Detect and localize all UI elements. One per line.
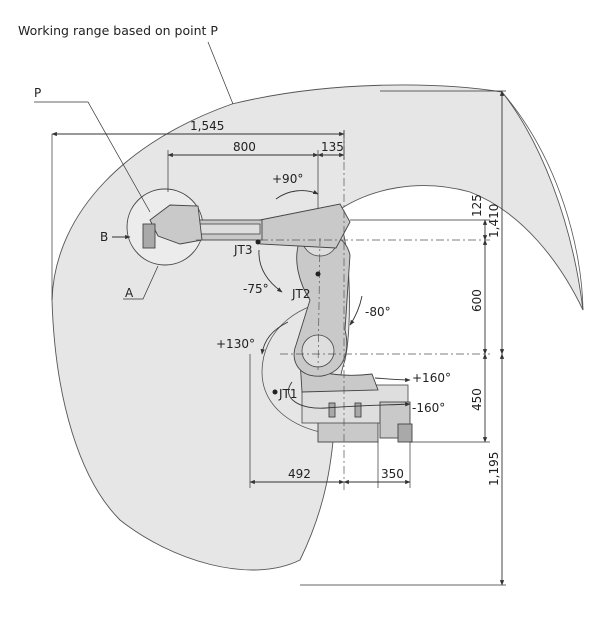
dim-1545: 1,545	[190, 119, 224, 133]
label-jt3: JT3	[233, 243, 253, 257]
arc-jt2-back	[349, 295, 363, 326]
robot-flange	[142, 223, 156, 249]
dim-800: 800	[233, 140, 256, 154]
centerline-lower-arm	[317, 237, 321, 371]
arc-jt1-minus	[288, 381, 411, 409]
arc-jt1-plus	[374, 377, 411, 383]
robot-wrist	[149, 204, 203, 245]
sweep-tip-line	[501, 91, 584, 311]
dim-600: 600	[470, 289, 484, 312]
dim-350: 350	[381, 467, 404, 481]
jt3-marker	[255, 239, 261, 245]
dim-1410: 1,410	[487, 204, 501, 238]
angle-jt3-down: -75°	[243, 282, 269, 296]
arc-jt2-forward	[260, 321, 289, 355]
label-b: B	[100, 230, 108, 244]
robot-connector	[397, 423, 413, 443]
label-jt2: JT2	[291, 287, 311, 301]
robot-arm	[142, 203, 413, 443]
angle-jt3-up: +90°	[272, 172, 303, 186]
angle-jt2-back: -80°	[365, 305, 391, 319]
label-p: P	[34, 86, 41, 100]
label-jt1: JT1	[278, 387, 298, 401]
arc-jt3-up	[275, 190, 319, 200]
jt1-marker	[272, 389, 278, 395]
angle-jt1-minus: -160°	[412, 401, 445, 415]
title-leader	[207, 41, 234, 105]
robot-base-slot-2	[354, 402, 362, 418]
dim-125: 125	[470, 194, 484, 217]
leader-p	[34, 101, 151, 213]
angle-jt2-forward: +130°	[216, 337, 255, 351]
dim-492: 492	[288, 467, 311, 481]
robot-base-slot-1	[328, 402, 336, 418]
robot-forearm-tube	[199, 223, 261, 235]
dim-450: 450	[470, 388, 484, 411]
dim-1195: 1,195	[487, 452, 501, 486]
dim-135: 135	[321, 140, 344, 154]
diagram-title: Working range based on point P	[18, 23, 218, 38]
label-a: A	[125, 286, 134, 300]
angle-jt1-plus: +160°	[412, 371, 451, 385]
arc-jt3-down	[258, 249, 283, 293]
jt2-marker	[315, 271, 321, 277]
leader-a	[123, 265, 159, 300]
